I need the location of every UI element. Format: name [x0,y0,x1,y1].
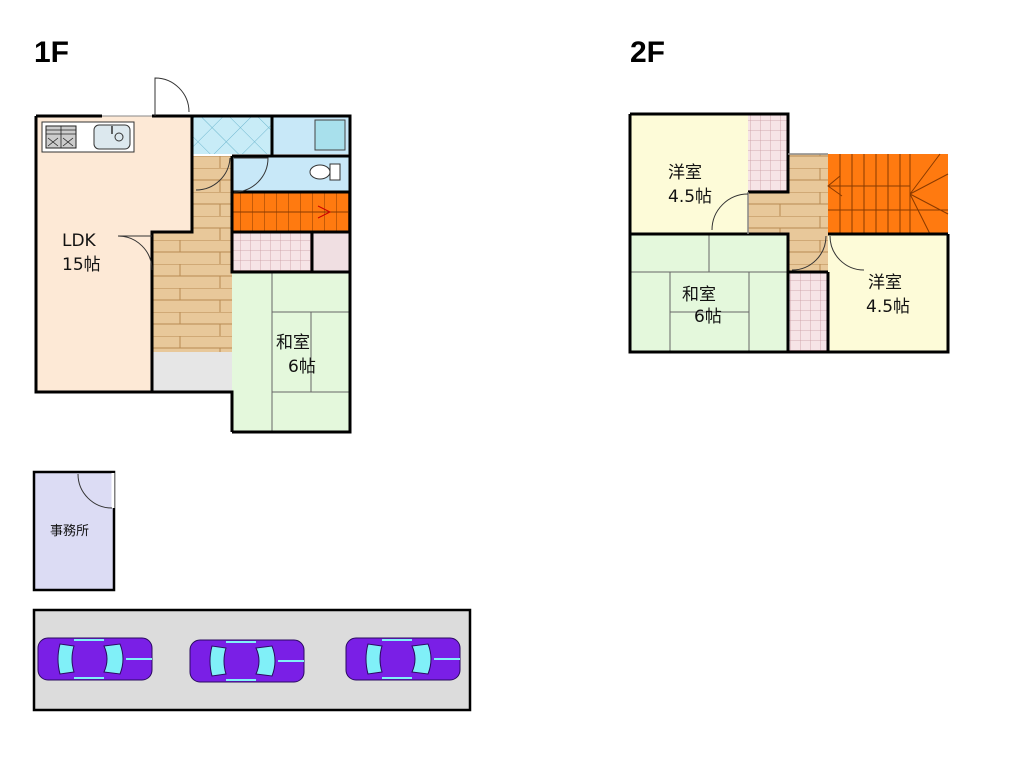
yoshitsu-right [828,234,948,352]
office-name: 事務所 [50,524,89,539]
sink-icon [93,124,131,150]
washitsu-1f-name: 和室 [276,333,310,353]
first-floor: LDK 15帖 和室 6帖 [34,77,352,434]
washitsu-2f-name: 和室 [682,285,716,305]
corridor [152,156,232,392]
office-door [77,473,113,509]
yoshitsu-right-size: 4.5帖 [866,297,910,317]
second-floor: 洋室 4.5帖 和室 6帖 洋室 4.5帖 [628,112,950,354]
yoshitsu-top-name: 洋室 [668,163,702,183]
stove-icon [45,125,77,149]
closet-2f-bottom [788,272,828,352]
closet-1f [232,232,312,272]
bathtub-icon [314,119,346,151]
parking-lot [32,608,472,712]
car-icon [37,637,153,681]
ldk-room [36,116,192,392]
entrance-door [154,77,190,116]
ldk-size: 15帖 [62,255,101,275]
yoshitsu-top-size: 4.5帖 [668,187,712,207]
floor-label-1f: 1F [34,36,70,69]
washitsu-2f-size: 6帖 [694,307,722,327]
closet-small [312,232,350,272]
yoshitsu-top [630,114,748,234]
washroom-tile [192,116,272,154]
ldk-name: LDK [62,231,97,251]
car-icon [345,637,461,681]
yoshitsu-right-name: 洋室 [868,273,902,293]
toilet-icon [309,163,341,181]
stairs-arrow-icon [317,205,332,219]
closet-2f-top [748,114,788,192]
washitsu-1f [232,272,350,432]
office-building: 事務所 [32,470,116,592]
washitsu-1f-size: 6帖 [288,357,316,377]
car-icon [189,639,305,683]
floor-label-2f: 2F [630,36,666,69]
